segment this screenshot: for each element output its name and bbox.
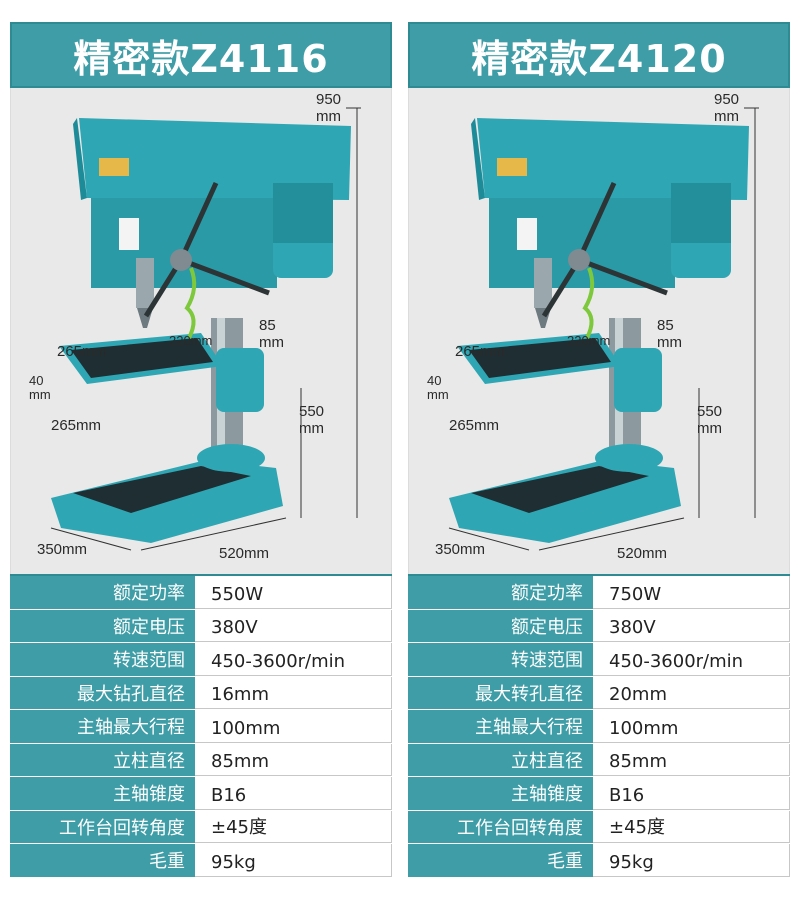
spec-value: 450-3600r/min bbox=[593, 643, 790, 676]
spec-label: 毛重 bbox=[10, 844, 195, 877]
spec-row: 工作台回转角度±45度 bbox=[408, 810, 790, 844]
base-width-dimension: 520mm bbox=[617, 545, 668, 562]
spec-label: 最大钻孔直径 bbox=[10, 676, 195, 709]
spec-label: 最大转孔直径 bbox=[408, 676, 593, 709]
spec-value: 95kg bbox=[195, 844, 392, 877]
spec-row: 工作台回转角度±45度 bbox=[10, 810, 392, 844]
spec-label: 主轴锥度 bbox=[10, 777, 195, 810]
spec-value: B16 bbox=[195, 777, 392, 810]
spec-label: 主轴最大行程 bbox=[408, 710, 593, 743]
spec-value: 380V bbox=[195, 609, 392, 642]
spec-value: 750W bbox=[593, 576, 790, 609]
reach-dimension: 220mm bbox=[169, 333, 213, 348]
spec-label: 工作台回转角度 bbox=[10, 810, 195, 843]
spec-label: 转速范围 bbox=[408, 643, 593, 676]
base-width-dimension: 520mm bbox=[219, 545, 270, 562]
spec-label: 主轴最大行程 bbox=[10, 710, 195, 743]
table-depth-dimension: 265mm bbox=[51, 417, 102, 434]
spec-label: 额定电压 bbox=[10, 609, 195, 642]
drill-press-illustration bbox=[448, 107, 759, 551]
table-depth-dimension: 265mm bbox=[449, 417, 500, 434]
spec-value: 85mm bbox=[593, 743, 790, 776]
spec-value: 450-3600r/min bbox=[195, 643, 392, 676]
spec-label: 立柱直径 bbox=[10, 743, 195, 776]
spec-label: 立柱直径 bbox=[408, 743, 593, 776]
spec-value: 380V bbox=[593, 609, 790, 642]
product-card-z4116: 精密款Z4116 bbox=[10, 22, 392, 878]
product-title: 精密款Z4120 bbox=[408, 22, 790, 88]
product-card-z4120: 精密款Z4120 bbox=[408, 22, 790, 878]
spec-label: 工作台回转角度 bbox=[408, 810, 593, 843]
spec-value: 95kg bbox=[593, 844, 790, 877]
table-width-dimension: 265mm bbox=[57, 343, 108, 360]
spec-label: 主轴锥度 bbox=[408, 777, 593, 810]
reach-dimension: 220mm bbox=[567, 333, 611, 348]
spec-label: 额定功率 bbox=[408, 576, 593, 609]
spec-label: 额定功率 bbox=[10, 576, 195, 609]
spec-value: 85mm bbox=[195, 743, 392, 776]
spec-value: 100mm bbox=[593, 710, 790, 743]
spec-value: B16 bbox=[593, 777, 790, 810]
spec-value: 550W bbox=[195, 576, 392, 609]
drill-press-illustration bbox=[50, 107, 361, 551]
base-depth-dimension: 350mm bbox=[37, 541, 88, 558]
spec-label: 毛重 bbox=[408, 844, 593, 877]
base-depth-dimension: 350mm bbox=[435, 541, 486, 558]
spec-value: ±45度 bbox=[593, 810, 790, 843]
spec-value: 20mm bbox=[593, 676, 790, 709]
spec-label: 转速范围 bbox=[10, 643, 195, 676]
product-title: 精密款Z4116 bbox=[10, 22, 392, 88]
spec-label: 额定电压 bbox=[408, 609, 593, 642]
spec-value: ±45度 bbox=[195, 810, 392, 843]
spec-value: 100mm bbox=[195, 710, 392, 743]
spec-value: 16mm bbox=[195, 676, 392, 709]
table-width-dimension: 265mm bbox=[455, 343, 506, 360]
